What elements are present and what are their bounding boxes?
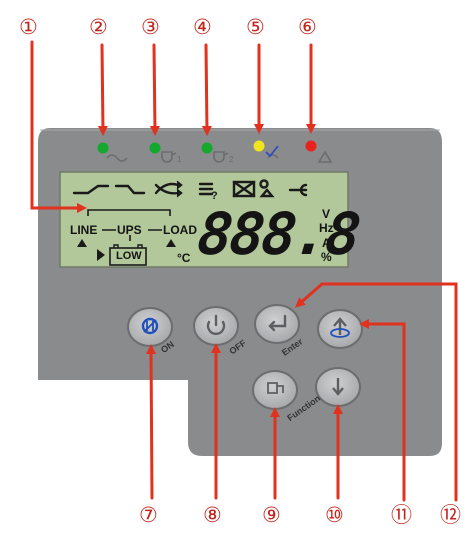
callout-arrow-7 <box>146 344 157 500</box>
led-output1 <box>149 142 161 154</box>
ac-line-icon <box>106 154 128 162</box>
callout-arrow-1 <box>30 40 87 213</box>
inverter-path-icon <box>114 184 146 195</box>
bypass-path-icon <box>72 184 110 195</box>
lcd-digits: 888.8 <box>194 200 362 268</box>
callout-9: ⑨ <box>262 503 281 527</box>
callout-11: ⑪ <box>391 503 412 527</box>
lcd-line-label: LINE <box>70 223 98 237</box>
svg-text:1: 1 <box>177 155 182 164</box>
lcd-load-label: LOAD <box>163 223 197 237</box>
power-icon <box>206 314 226 335</box>
callout-12: ⑫ <box>440 503 461 527</box>
lcd-celsius: °C <box>177 251 191 265</box>
led-output2 <box>201 142 213 154</box>
enter-button[interactable] <box>254 304 300 344</box>
lcd-unit-a: A <box>322 236 331 250</box>
svg-text:?: ? <box>211 190 218 202</box>
enter-icon <box>268 314 287 332</box>
warning-line-icon <box>267 154 279 159</box>
callout-arrow-11 <box>359 319 406 502</box>
callout-arrow-12 <box>294 282 458 502</box>
outlet-1-icon <box>161 151 177 163</box>
led-fault <box>305 140 317 152</box>
function-button[interactable] <box>252 370 298 410</box>
fault-triangle-icon <box>317 150 333 163</box>
battery-select-icon <box>97 249 105 261</box>
callout-7: ⑦ <box>139 503 158 527</box>
function-icon <box>267 382 284 394</box>
silence-icon <box>143 319 157 333</box>
callout-arrow-2 <box>97 43 108 136</box>
down-arrow-icon <box>332 378 344 396</box>
callout-5: ⑤ <box>246 15 265 39</box>
callout-arrow-3 <box>149 43 160 136</box>
callout-2: ② <box>89 15 108 39</box>
callout-10: ⑩ <box>325 503 344 527</box>
lcd-unit-v: V <box>322 207 331 221</box>
callout-3: ③ <box>141 15 160 39</box>
battery-low-icon <box>109 247 147 266</box>
led-line <box>97 142 109 154</box>
callout-8: ⑧ <box>203 503 222 527</box>
lcd-ups-label: UPS <box>117 223 142 237</box>
lcd-low-label: LOW <box>116 250 142 262</box>
battery-test-icon <box>198 182 214 196</box>
led-warning <box>253 140 265 152</box>
svg-text:2: 2 <box>229 155 234 164</box>
lcd-unit-pct: % <box>321 250 332 264</box>
callout-arrow-4 <box>201 43 212 136</box>
line-indicator-icon <box>77 239 87 247</box>
callout-4: ④ <box>193 15 212 39</box>
callout-1: ① <box>19 15 38 39</box>
lcd-unit-hz: Hz <box>319 221 334 235</box>
up-arrow-icon <box>333 317 347 335</box>
wrench-icon <box>288 183 308 197</box>
load-indicator-icon <box>166 239 176 247</box>
transfer-icon <box>154 182 180 195</box>
fan-icon <box>259 179 269 189</box>
callout-6: ⑥ <box>298 15 317 39</box>
outlet-2-icon <box>213 151 229 163</box>
overload-icon <box>232 180 256 198</box>
